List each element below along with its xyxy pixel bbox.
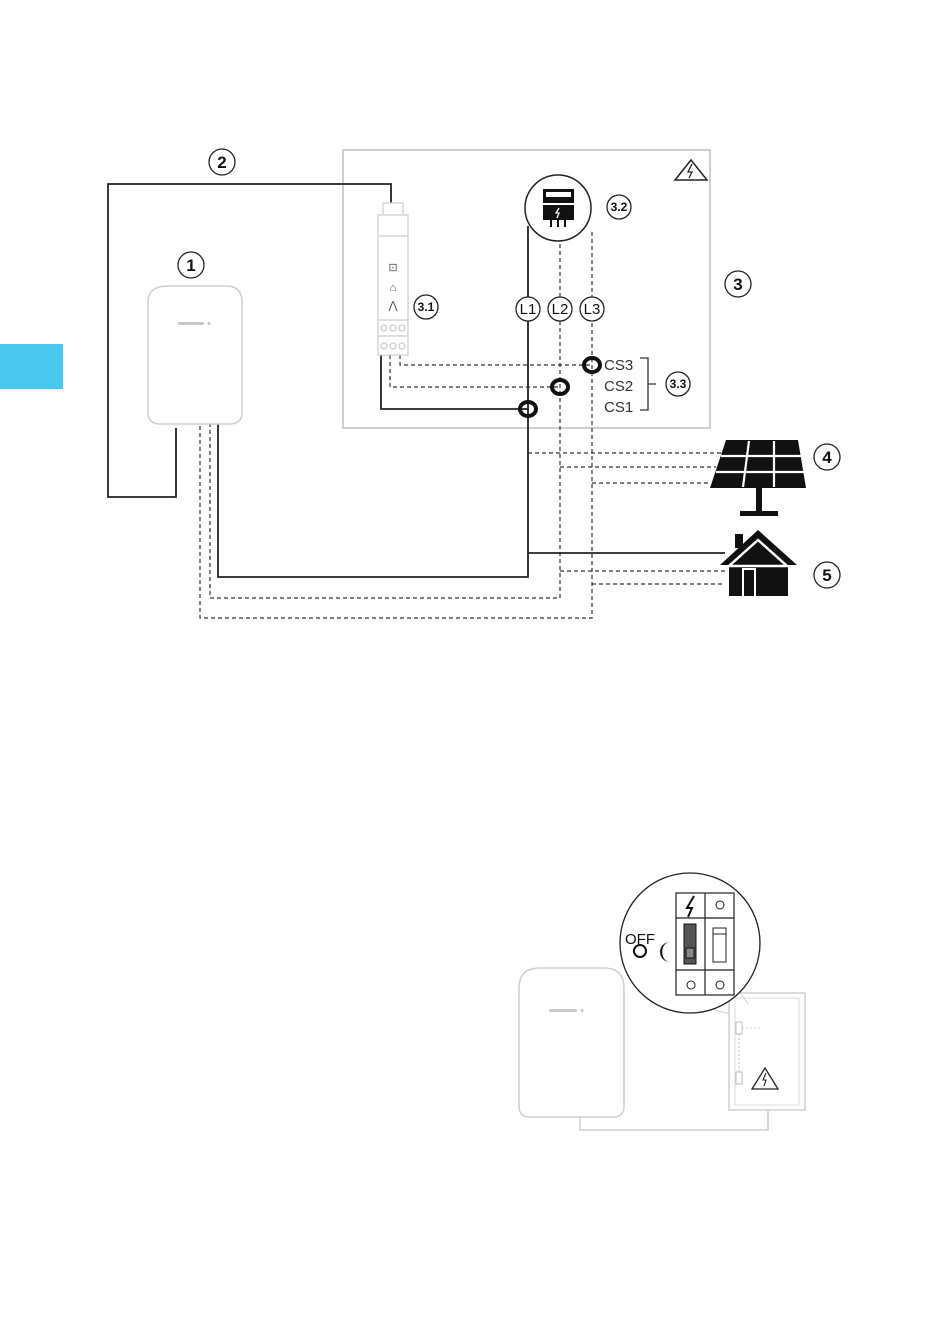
- charger-unit-2: [519, 968, 624, 1117]
- meter-icon: [525, 175, 591, 241]
- off-label: OFF: [625, 931, 655, 948]
- house-icon: [720, 530, 797, 596]
- phase-label-l2: L2: [552, 301, 569, 318]
- callout-module: 3.1: [418, 300, 435, 314]
- callout-cable: 2: [217, 153, 226, 172]
- callout-solar: 4: [822, 448, 832, 467]
- warning-icon: [675, 160, 707, 180]
- sensor-label-cs2: CS2: [604, 378, 633, 395]
- callout-meter: 3.2: [611, 200, 628, 214]
- sensor-bracket: [640, 358, 656, 410]
- callout-sensors: 3.3: [670, 377, 687, 391]
- dashed-wires: [200, 232, 725, 618]
- phase-label-l1: L1: [520, 301, 537, 318]
- svg-text:⌂: ⌂: [390, 282, 397, 294]
- callout-panel: 3: [733, 275, 742, 294]
- sensor-label-cs3: CS3: [604, 357, 633, 374]
- svg-text:⊡: ⊡: [388, 262, 397, 274]
- electrical-panel-2: [729, 993, 805, 1110]
- din-module: ⊡ ⌂ ⋀: [378, 203, 408, 355]
- svg-text:⋀: ⋀: [387, 300, 398, 312]
- breaker-switch-on: [713, 928, 726, 962]
- callout-home: 5: [822, 566, 831, 585]
- sensor-label-cs1: CS1: [604, 399, 633, 416]
- callout-charger: 1: [186, 256, 195, 275]
- phase-label-l3: L3: [584, 301, 601, 318]
- solar-panel-icon: [710, 440, 806, 516]
- charger-unit: [148, 286, 242, 424]
